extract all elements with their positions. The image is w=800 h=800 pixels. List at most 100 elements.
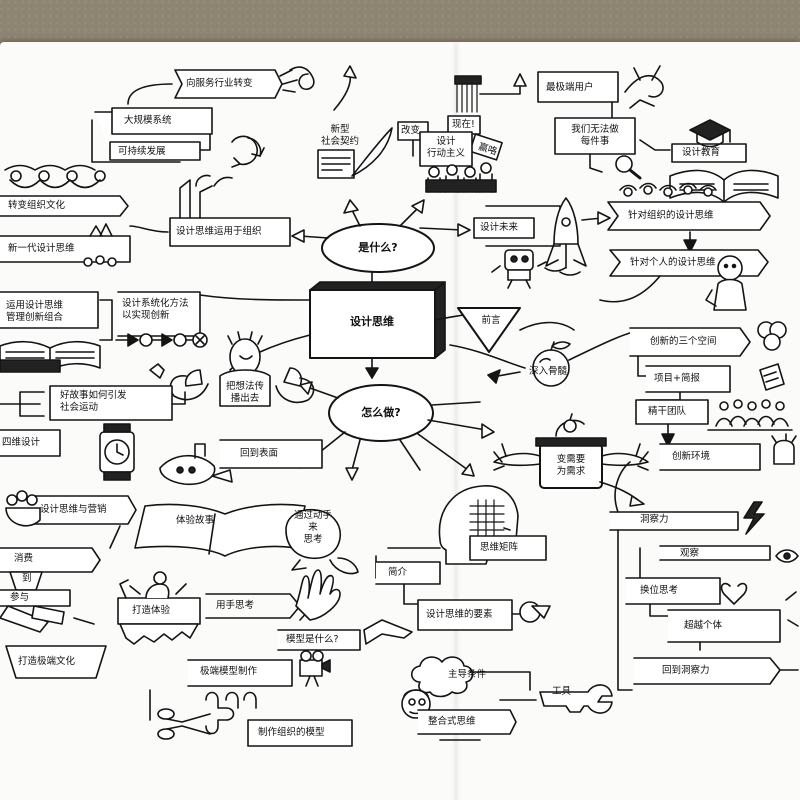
label-sustainable: 可持续发展 <box>118 146 166 157</box>
box-apply-innovation <box>0 291 113 373</box>
label-build-experience: 打造体验 <box>132 605 171 616</box>
label-surface: 回到表面 <box>240 448 279 459</box>
center-box <box>309 259 446 379</box>
label-now: 现在! <box>452 119 475 130</box>
box-environment <box>659 433 797 471</box>
label-personal-dt: 针对个人的设计思维 <box>630 257 716 268</box>
label-apply-org: 设计思维运用于组织 <box>176 226 262 237</box>
box-story-movement <box>19 363 186 421</box>
label-tools: 工具 <box>552 686 572 697</box>
label-apply-innovation: 运用设计思维 管理创新组合 <box>6 300 64 323</box>
box-intro <box>375 561 441 585</box>
box-org-models <box>149 689 353 747</box>
how-hub <box>299 381 495 481</box>
label-prototyping: 极端模型制作 <box>200 666 258 677</box>
label-insight: 洞察力 <box>640 514 669 525</box>
center-title: 设计思维 <box>350 315 394 328</box>
book-spine <box>452 42 460 800</box>
label-observe: 观察 <box>680 548 700 559</box>
label-beyond: 超越个体 <box>684 620 723 631</box>
label-to: 到 <box>22 573 32 584</box>
box-systematic <box>115 291 208 348</box>
label-elements: 设计思维的要素 <box>426 609 493 620</box>
extreme-user-box <box>454 65 671 180</box>
label-participate: 参与 <box>10 592 30 603</box>
box-lean-team <box>635 399 793 447</box>
label-back-insight: 回到洞察力 <box>662 665 710 676</box>
contract-icon <box>317 127 393 179</box>
protest-icon <box>397 115 503 193</box>
box-apply-org <box>169 174 291 247</box>
wrench-icon <box>499 684 613 714</box>
label-hands-thinking: 用手思考 <box>216 600 255 611</box>
label-four-dim: 四维设计 <box>2 437 41 448</box>
box-hands-thinking <box>205 569 413 651</box>
box-integrative <box>401 689 517 741</box>
box-three-spaces <box>629 321 787 377</box>
label-org-models: 制作组织的模型 <box>258 727 325 738</box>
box-large-system <box>91 107 213 163</box>
recycle-icon <box>231 135 265 168</box>
robot-icon <box>491 249 547 289</box>
label-story-experience: 体验故事 <box>176 515 215 526</box>
book-story <box>134 503 306 557</box>
consume-stack <box>0 547 101 607</box>
label-new-contract: 新型 社会契约 <box>320 124 360 147</box>
label-future: 设计未来 <box>480 222 519 233</box>
box-marketing <box>5 490 137 549</box>
hammer-icon <box>0 605 95 633</box>
label-org-dt: 针对组织的设计思维 <box>628 210 714 221</box>
label-education: 设计教育 <box>682 147 721 158</box>
cloud-conditions <box>410 656 531 698</box>
box-build-culture <box>5 645 107 679</box>
head-matrix <box>438 485 547 565</box>
spread-idea-figure <box>169 331 315 407</box>
label-systematic: 设计系统化方法 以实现创新 <box>122 298 189 321</box>
label-intro: 简介 <box>388 567 408 578</box>
box-four-dim <box>0 403 135 481</box>
label-environment: 创新环境 <box>672 451 711 462</box>
pot-icon <box>493 413 649 507</box>
what-hub <box>291 199 471 273</box>
box-culture <box>0 164 129 217</box>
label-conditions: 主导条件 <box>448 669 487 680</box>
line-center-left <box>199 294 311 301</box>
label-cant-do: 我们无法做 每件事 <box>571 124 619 147</box>
label-culture: 转变组织文化 <box>8 200 66 211</box>
label-large-system: 大规模系统 <box>124 115 172 126</box>
line-center-deep <box>449 344 526 369</box>
box-build-experience <box>117 571 201 645</box>
label-what-is-model: 模型是什么? <box>286 634 339 645</box>
preface-label: 前言 <box>481 315 501 326</box>
label-extreme-user: 最极端用户 <box>546 82 594 93</box>
line-deep-spaces <box>568 329 641 361</box>
label-marketing: 设计思维与营销 <box>40 504 107 515</box>
label-build-culture: 打造极端文化 <box>18 656 76 667</box>
label-action: 设计 行动主义 <box>426 136 466 159</box>
apple-icon <box>532 341 571 387</box>
label-matrix: 思维矩阵 <box>480 542 519 553</box>
box-org-dt <box>599 182 771 311</box>
label-service-shift: 向服务行业转变 <box>186 78 253 89</box>
label-consume: 消费 <box>14 553 34 564</box>
label-needs: 变需要 为需求 <box>556 454 586 477</box>
how-hub-label: 怎么做? <box>361 406 401 419</box>
label-hands-think: 通过动手 来 思考 <box>293 510 333 545</box>
label-change: 改变 <box>401 125 421 136</box>
insight-stack <box>609 461 799 691</box>
box-new-gen <box>0 223 131 267</box>
label-project: 项目+简报 <box>654 373 700 384</box>
education-box <box>669 119 779 205</box>
box-future <box>473 197 587 276</box>
deep-label: 深入骨髓 <box>528 366 568 377</box>
box-surface <box>159 439 323 486</box>
label-spread-idea: 把想法传 播出去 <box>225 381 265 404</box>
preface-triangle <box>457 307 575 353</box>
box-service-shift <box>174 66 315 99</box>
what-hub-label: 是什么? <box>358 241 398 254</box>
label-new-gen: 新一代设计思维 <box>8 243 75 254</box>
label-lean-team: 精干团队 <box>648 406 687 417</box>
label-empathy: 换位思考 <box>640 585 679 596</box>
